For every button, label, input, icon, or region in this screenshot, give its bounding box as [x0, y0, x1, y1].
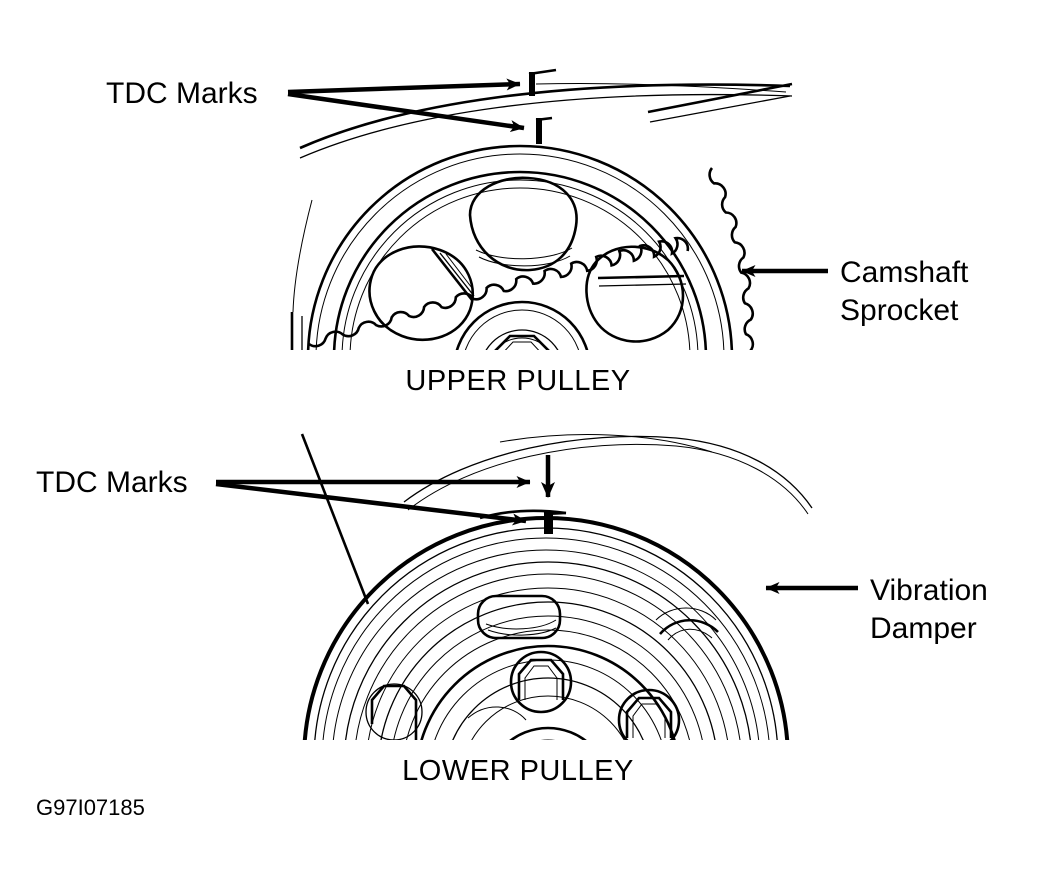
tdc-mark-sprocket — [535, 116, 553, 144]
tdc-marks-upper-leader-1 — [287, 78, 521, 95]
camshaft-sprocket-teeth — [306, 144, 755, 350]
sprocket-left-bracket — [290, 199, 313, 350]
upper-pulley-panel: TDC Marks Camshaft Sprocket UPPER PULLEY — [106, 68, 969, 397]
lower-pulley-panel: TDC Marks Vibration Damper LOWER PULLEY — [36, 433, 988, 787]
callout-tdc-marks-upper: TDC Marks — [106, 77, 525, 133]
timing-cover-edge — [299, 82, 793, 159]
damper-bolt-holes — [365, 607, 719, 740]
vibration-damper-rings — [302, 516, 790, 740]
sprocket-hub-bolt — [455, 300, 589, 350]
tdc-marks-lower-label: TDC Marks — [36, 466, 188, 499]
tdc-marks-upper-leader-2 — [287, 91, 525, 133]
sprocket-rim — [332, 170, 708, 350]
figure-id-code: G97I07185 — [36, 795, 145, 820]
camshaft-sprocket-label-line-1: Camshaft — [840, 256, 969, 289]
callout-tdc-marks-lower: TDC Marks — [36, 466, 531, 526]
timing-cover-arc-lower — [403, 434, 813, 515]
sprocket-spoke-openings — [368, 176, 687, 343]
upper-pulley-caption: UPPER PULLEY — [405, 365, 630, 397]
cover-diagonal-edge — [300, 433, 370, 605]
tdc-mark-cover — [528, 68, 557, 96]
lower-pulley-caption: LOWER PULLEY — [402, 755, 634, 787]
camshaft-sprocket-label-line-2: Sprocket — [840, 294, 959, 327]
damper-slot — [476, 594, 562, 640]
callout-camshaft-sprocket: Camshaft Sprocket — [741, 256, 969, 327]
damper-hub — [509, 726, 587, 740]
tdc-marks-upper-label: TDC Marks — [106, 77, 258, 110]
camshaft-sprocket-drawing — [290, 82, 793, 350]
tdc-marks-lower-leader-2 — [215, 481, 527, 526]
vibration-damper-label-line-1: Vibration — [870, 574, 988, 607]
vibration-damper-label-line-2: Damper — [870, 612, 977, 645]
callout-vibration-damper: Vibration Damper — [765, 574, 988, 645]
